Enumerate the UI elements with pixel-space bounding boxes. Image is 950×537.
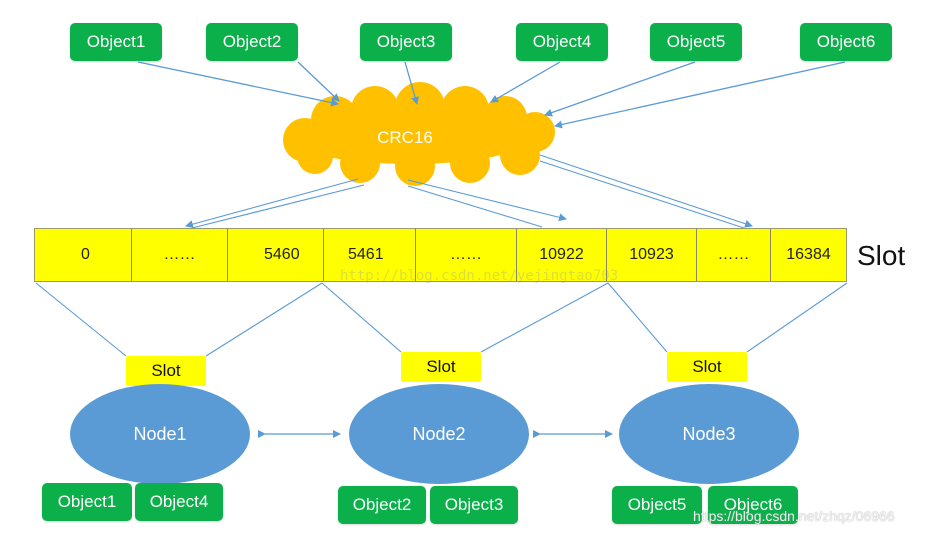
slot-cell: 5460 [228,229,324,281]
object-box: Object6 [800,23,892,61]
arrow-crc16-slot-0 [185,178,359,229]
node2-slot-tag: Slot [401,352,481,382]
node3-object-box: Object5 [612,486,702,524]
node1: Node1 [70,384,250,484]
object-box: Object3 [360,23,452,61]
arrow-object3-crc16 [404,61,419,105]
crc16-label: CRC16 [377,128,433,147]
object-box: Object1 [70,23,162,61]
slot-cell: 10922 [517,229,607,281]
slot-title: Slot [857,240,906,271]
slot-cell: 5461 [324,229,416,281]
arrow-object2-crc16 [297,61,340,102]
range-line-node3-right [746,282,848,353]
range-line-node1-right [205,282,323,357]
node3-object-box: Object6 [708,486,798,524]
arrow-object6-crc16 [554,61,846,129]
slot-cell: 0 [35,229,132,281]
node1-slot-tag: Slot [126,356,206,386]
slot-cell: 10923 [607,229,697,281]
node2-object-box: Object3 [430,486,518,524]
node2-object-box: Object2 [338,486,426,524]
node2: Node2 [349,384,529,484]
object-box: Object2 [206,23,298,61]
object-box: Object5 [650,23,742,61]
arrow-crc16-slot-10922 [407,179,567,222]
object-box: Object4 [516,23,608,61]
arrow-object4-crc16 [490,61,561,103]
node1-object-box: Object1 [42,483,132,521]
watermark-text: http://blog.csdn.net/yejingtao703 [340,268,619,284]
credit-watermark: https://blog.csdn.net/zhqz/06966 [693,508,895,524]
slot-cell: 16384 [786,246,831,263]
slot-cell: …… [697,229,771,281]
range-line-node2-right [480,282,609,353]
arrow-crc16-slot-16384 [539,154,753,228]
node3-slot-tag: Slot [667,352,747,382]
range-line-node3-left [607,282,668,353]
range-line-node1-left [35,282,127,357]
arrow-object5-crc16 [544,61,696,117]
node1-object-box: Object4 [135,483,223,521]
crc16-cloud [283,82,555,186]
range-line-node2-left [321,282,402,353]
slot-cell: …… [132,229,228,281]
arrow-object1-crc16 [137,61,339,107]
slot-range-bar: 0 …… 5460 5461 …… 10922 10923 …… 16384 [34,228,847,282]
node3: Node3 [619,384,799,484]
slot-cell: …… [416,229,517,281]
